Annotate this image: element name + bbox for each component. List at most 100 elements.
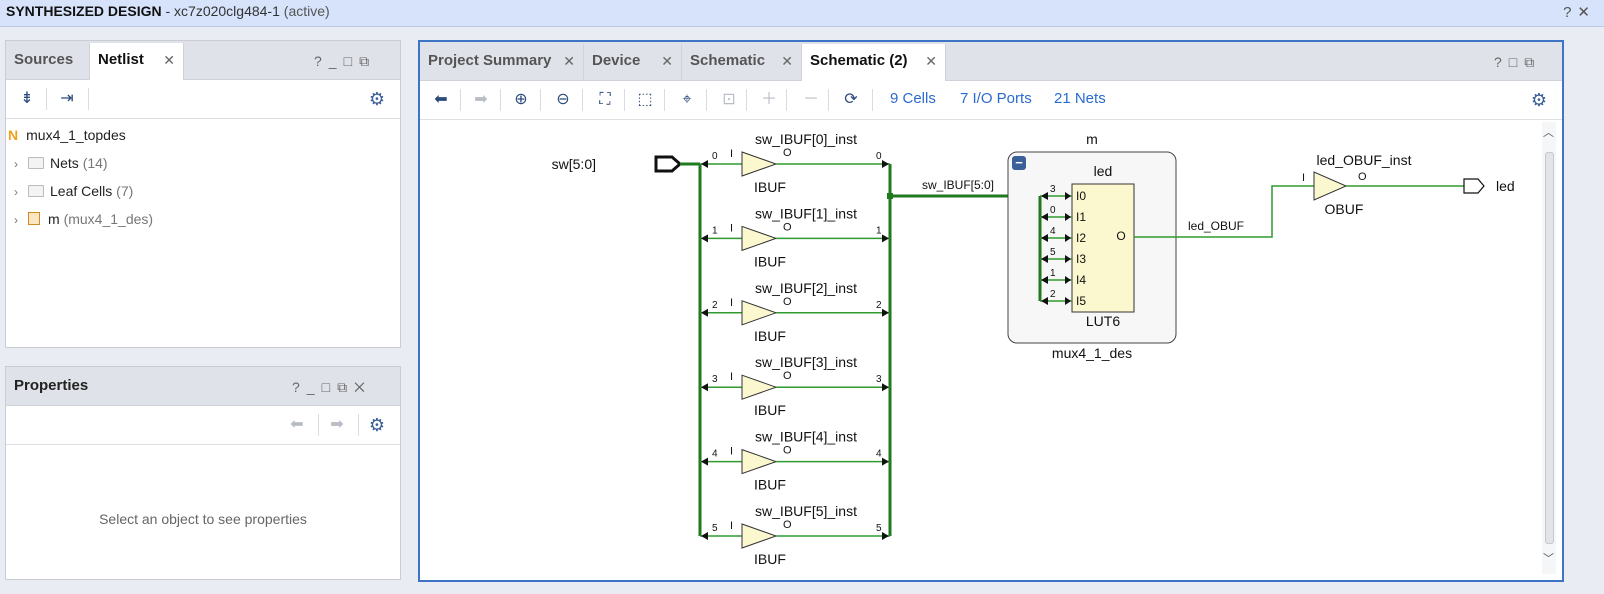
- input-port-label: sw[5:0]: [552, 156, 596, 172]
- ibuf-type-label: IBUF: [754, 328, 786, 344]
- ibuf-in-pin: I: [730, 297, 733, 309]
- close-icon[interactable]: ✕: [354, 379, 372, 395]
- forward-arrow-icon[interactable]: ➡: [330, 416, 344, 433]
- zoom-out-icon[interactable]: ⊖: [556, 91, 570, 108]
- float-icon[interactable]: ⧉: [359, 53, 377, 69]
- close-tab-icon[interactable]: ✕: [781, 53, 793, 69]
- ibuf-buffer[interactable]: [741, 374, 778, 400]
- tab-project-summary[interactable]: Project Summary✕: [420, 44, 584, 80]
- help-icon[interactable]: ?: [292, 379, 307, 395]
- zoom-in-icon[interactable]: ⊕: [514, 91, 528, 108]
- lut-pin-bit: 3: [1050, 184, 1056, 195]
- close-icon[interactable]: ✕: [1577, 4, 1596, 21]
- ibuf-in-bit: 0: [712, 151, 718, 162]
- close-tab-icon[interactable]: ✕: [925, 53, 937, 69]
- input-port-symbol[interactable]: [654, 155, 683, 173]
- chevron-right-icon[interactable]: ›: [14, 157, 18, 171]
- nets-count-link[interactable]: 21 Nets: [1054, 90, 1106, 107]
- scroll-down-icon[interactable]: ﹀: [1543, 553, 1554, 565]
- maximize-icon[interactable]: □: [1508, 54, 1525, 70]
- toolbar-separator: [746, 89, 747, 111]
- bus-ripper-arrow: [882, 308, 889, 317]
- lut-output-pin: O: [1116, 229, 1125, 243]
- minimize-icon[interactable]: _: [306, 379, 322, 395]
- forward-arrow-icon[interactable]: ➡: [474, 91, 488, 108]
- tree-item-nets[interactable]: ›Nets (14): [14, 155, 108, 171]
- vertical-scrollbar[interactable]: ︿ ﹀: [1542, 122, 1556, 574]
- close-tab-icon[interactable]: ✕: [563, 53, 575, 69]
- tab-schematic[interactable]: Schematic✕: [682, 44, 802, 80]
- crosshair-icon[interactable]: ⌖: [682, 91, 692, 108]
- gear-icon[interactable]: ⚙: [1530, 90, 1548, 110]
- ibuf-out-bit: 5: [876, 523, 882, 534]
- back-arrow-icon[interactable]: ⬅: [290, 416, 304, 433]
- expand-all-icon[interactable]: ⇥: [60, 90, 74, 107]
- lut-pin-name: I0: [1076, 189, 1086, 203]
- gear-icon[interactable]: ⚙: [368, 89, 386, 109]
- netlist-tab-bar: Sources Netlist✕ ?_□⧉: [6, 41, 400, 80]
- tab-sources[interactable]: Sources: [6, 43, 90, 79]
- chevron-right-icon[interactable]: ›: [14, 213, 18, 227]
- minus-icon[interactable]: －: [802, 91, 819, 108]
- maximize-icon[interactable]: □: [321, 379, 338, 395]
- ibuf-instance-name: sw_IBUF[3]_inst: [755, 354, 857, 370]
- io-ports-count-link[interactable]: 7 I/O Ports: [960, 90, 1032, 107]
- tree-item-leaf-cells[interactable]: ›Leaf Cells (7): [14, 183, 134, 199]
- bus-ripper-arrow: [1041, 255, 1048, 263]
- collapse-icon[interactable]: [1012, 156, 1026, 170]
- scroll-up-icon[interactable]: ︿: [1543, 127, 1554, 139]
- chevron-right-icon[interactable]: ›: [14, 185, 18, 199]
- ibuf-buffer[interactable]: [741, 225, 778, 252]
- zoom-fit-icon[interactable]: ⛶: [599, 91, 611, 108]
- help-icon[interactable]: ?: [1563, 4, 1578, 21]
- obuf-buffer[interactable]: [1313, 171, 1348, 201]
- help-icon[interactable]: ?: [1494, 54, 1509, 70]
- ibuf-buffer[interactable]: [741, 448, 778, 475]
- back-arrow-icon[interactable]: ⬅: [434, 91, 448, 108]
- bus-ripper-arrow: [701, 532, 708, 540]
- output-port-symbol[interactable]: [1463, 178, 1485, 194]
- refresh-icon[interactable]: ⟳: [844, 91, 858, 108]
- float-icon[interactable]: ⧉: [337, 379, 355, 395]
- gear-icon[interactable]: ⚙: [368, 415, 386, 435]
- cells-count-link[interactable]: 9 Cells: [890, 90, 936, 107]
- ibuf-buffer[interactable]: [741, 151, 778, 177]
- tab-device[interactable]: Device✕: [584, 44, 682, 80]
- ibuf-buffer[interactable]: [741, 300, 778, 326]
- float-icon[interactable]: ⧉: [1524, 54, 1542, 70]
- ibuf-type-label: IBUF: [754, 551, 786, 567]
- maximize-icon[interactable]: □: [343, 53, 360, 69]
- scrollbar-thumb[interactable]: [1545, 152, 1554, 544]
- ibuf-buffer[interactable]: [741, 523, 778, 549]
- help-icon[interactable]: ?: [314, 53, 329, 69]
- plus-icon[interactable]: ＋: [760, 91, 777, 108]
- tab-schematic-2[interactable]: Schematic (2)✕: [802, 44, 946, 81]
- zoom-area-icon[interactable]: ⬚: [637, 91, 653, 108]
- tree-item-m[interactable]: ›m (mux4_1_des): [14, 211, 154, 227]
- close-tab-icon[interactable]: ✕: [163, 52, 175, 68]
- lut6-cell[interactable]: [1071, 183, 1135, 313]
- tab-netlist[interactable]: Netlist✕: [90, 43, 184, 80]
- ibuf-out-pin: O: [783, 519, 792, 531]
- hier-cell-type: mux4_1_des: [1052, 345, 1132, 361]
- ibuf-out-bit: 0: [876, 151, 882, 162]
- close-tab-icon[interactable]: ✕: [661, 53, 673, 69]
- cell-icon[interactable]: ⊡: [722, 91, 736, 108]
- window-controls: ?✕: [1563, 3, 1596, 21]
- lut-input-pin[interactable]: 3 I0: [1040, 184, 1086, 203]
- minimize-icon[interactable]: _: [328, 53, 344, 69]
- collapse-all-icon[interactable]: ⇟: [20, 90, 34, 107]
